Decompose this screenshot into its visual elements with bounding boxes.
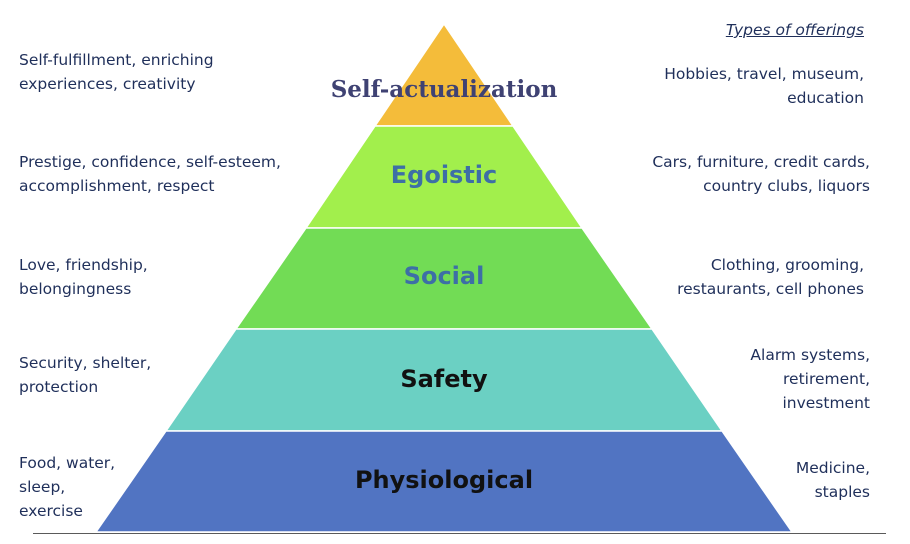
offerings-line: retirement, [783, 370, 870, 388]
offerings-line: Hobbies, travel, museum, [664, 65, 864, 83]
needs-line: Food, water, [19, 454, 116, 472]
needs-safety: Security, shelter, protection [19, 351, 151, 399]
offerings-safety: Alarm systems, retirement, investment [750, 343, 870, 415]
offerings-header: Types of offerings [725, 21, 864, 39]
offerings-self-actualization: Hobbies, travel, museum, education [664, 62, 864, 110]
offerings-line: Cars, furniture, credit cards, [652, 153, 870, 171]
needs-line: Self-fulfillment, enriching [19, 51, 214, 69]
offerings-social: Clothing, grooming, restaurants, cell ph… [677, 253, 864, 301]
level-label-safety: Safety [400, 365, 488, 393]
needs-line: protection [19, 378, 99, 396]
offerings-physiological: Medicine, staples [796, 456, 870, 504]
needs-egoistic: Prestige, confidence, self-esteem, accom… [19, 150, 281, 198]
offerings-line: Medicine, [795, 459, 870, 477]
offerings-line: investment [782, 394, 870, 412]
offerings-line: education [787, 89, 864, 107]
level-label-egoistic: Egoistic [390, 161, 498, 189]
offerings-egoistic: Cars, furniture, credit cards, country c… [652, 150, 870, 198]
offerings-line: staples [814, 483, 870, 501]
offerings-line: country clubs, liquors [703, 177, 870, 195]
needs-line: experiences, creativity [19, 75, 196, 93]
level-label-physiological: Physiological [354, 466, 534, 494]
offerings-line: Clothing, grooming, [710, 256, 864, 274]
needs-self-actualization: Self-fulfillment, enriching experiences,… [19, 48, 214, 96]
baseline-rule [33, 533, 886, 534]
level-label-self-actualization: Self-actualization [330, 76, 558, 103]
tier-self-actualization [373, 22, 515, 127]
needs-line: Love, friendship, [19, 256, 148, 274]
needs-line: exercise [19, 502, 83, 520]
offerings-line: Alarm systems, [750, 346, 870, 364]
needs-line: accomplishment, respect [19, 177, 215, 195]
needs-line: sleep, [19, 478, 66, 496]
level-label-social: Social [403, 262, 485, 290]
needs-social: Love, friendship, belongingness [19, 253, 148, 301]
needs-physiological: Food, water, sleep, exercise [19, 451, 115, 523]
needs-line: belongingness [19, 280, 132, 298]
needs-line: Prestige, confidence, self-esteem, [19, 153, 281, 171]
offerings-line: restaurants, cell phones [677, 280, 864, 298]
needs-line: Security, shelter, [19, 354, 152, 372]
tier-physiological [94, 430, 794, 533]
